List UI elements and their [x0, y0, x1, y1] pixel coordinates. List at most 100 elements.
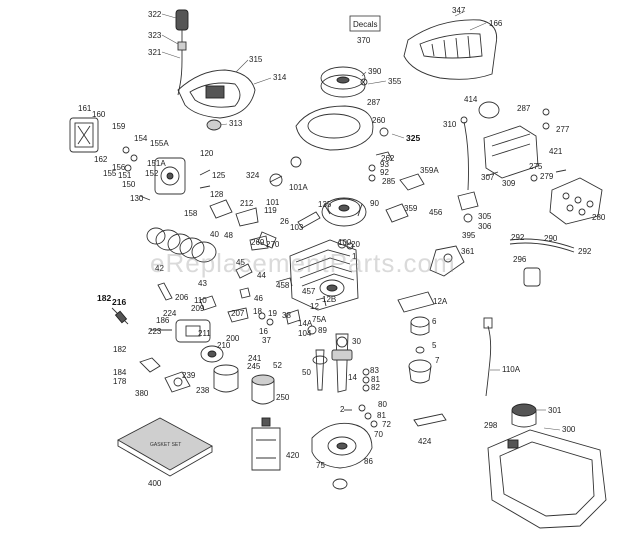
part-label: 260 [372, 116, 386, 125]
part-label: 182 [97, 293, 111, 303]
part-label: 245 [247, 362, 261, 371]
part-label: 12A [433, 297, 448, 306]
part-label: 262 [381, 154, 395, 163]
part-label: 151 [118, 171, 132, 180]
leader-lines [161, 10, 561, 431]
part-label: 100 [338, 238, 352, 247]
dipstick-110a-drawing [483, 317, 493, 397]
muffler-small-parts-drawing [478, 101, 567, 173]
part-label: 40 [210, 230, 219, 239]
part-label: 309 [502, 179, 516, 188]
part-label: 52 [273, 361, 282, 370]
part-label: 20 [351, 240, 360, 249]
air-filter-drawing [69, 117, 99, 153]
part-label: 279 [540, 172, 554, 181]
part-label: 324 [246, 171, 260, 180]
part-label: 80 [378, 400, 387, 409]
part-label: 130 [130, 194, 144, 203]
part-label: 458 [276, 281, 290, 290]
gasket-set-drawing: GASKET SET [117, 417, 213, 477]
part-label: 154 [134, 134, 148, 143]
part-label: 292 [511, 233, 525, 242]
part-label: 152 [145, 169, 159, 178]
part-label: 314 [273, 73, 287, 82]
part-label: 238 [196, 386, 210, 395]
flywheel-hub-drawing [200, 345, 224, 363]
part-label: 155 [103, 169, 117, 178]
fuel-parts-drawing [457, 171, 499, 223]
part-label: 16 [259, 327, 268, 336]
fuel-valve-drawing [139, 357, 191, 393]
part-label: 414 [464, 95, 478, 104]
part-label: 280 [592, 213, 606, 222]
decals-title: Decals [353, 20, 377, 29]
decals-number: 370 [357, 36, 371, 45]
sump-drawing [311, 422, 373, 469]
part-label: 178 [113, 377, 127, 386]
part-label: 1 [352, 252, 357, 261]
part-label: 159 [112, 122, 126, 131]
part-label: 81 [371, 375, 380, 384]
part-label: 361 [461, 247, 475, 256]
part-label: 6 [432, 317, 437, 326]
part-label: 30 [352, 337, 361, 346]
part-labels: 322 323 321 315 314 313 161 160 159 154 … [78, 6, 606, 488]
part-label: 395 [462, 231, 476, 240]
starter-drawing [150, 319, 211, 343]
part-label: 207 [231, 309, 245, 318]
part-label: 313 [229, 119, 243, 128]
part-label: 184 [113, 368, 127, 377]
part-label: 101A [289, 183, 308, 192]
part-label: 38 [282, 311, 291, 320]
part-label: 45 [236, 258, 245, 267]
muffler-guard-drawing [549, 177, 603, 225]
part-label: 90 [370, 199, 379, 208]
part-label: 241 [248, 354, 262, 363]
part-label: 209 [191, 304, 205, 313]
part-label: 42 [155, 264, 164, 273]
part-label: 380 [135, 389, 149, 398]
ignition-lead-drawing [175, 9, 189, 96]
clip-313-drawing [206, 119, 222, 131]
part-label: 50 [302, 368, 311, 377]
small-parts-lower-center-drawing [344, 368, 378, 428]
part-label: 72 [382, 420, 391, 429]
part-label: 166 [489, 19, 503, 28]
engine-block-drawing [289, 239, 359, 311]
part-label: 81 [377, 411, 386, 420]
oil-filter-drawing [213, 364, 239, 393]
part-label: 158 [184, 209, 198, 218]
part-label: 300 [562, 425, 576, 434]
part-label: 186 [156, 316, 170, 325]
decals-box: Decals 370 [349, 15, 381, 45]
part-label: 239 [182, 371, 196, 380]
part-label: 223 [148, 327, 162, 336]
part-label: 37 [262, 336, 271, 345]
part-label: 151A [147, 159, 166, 168]
governor-linkage-drawing [111, 282, 173, 325]
part-label: 359A [420, 166, 439, 175]
part-label: 285 [382, 177, 396, 186]
part-label: 400 [148, 479, 162, 488]
part-label: 421 [549, 147, 563, 156]
part-label: 120 [200, 149, 214, 158]
carburetor-drawing [154, 157, 186, 195]
part-label: 292 [578, 247, 592, 256]
part-label: 12B [322, 295, 336, 304]
part-label: 420 [286, 451, 300, 460]
part-label: 325 [406, 133, 420, 143]
part-label: 321 [148, 48, 162, 57]
part-label: 210 [217, 341, 231, 350]
part-label: 82 [371, 383, 380, 392]
part-label: 212 [240, 199, 254, 208]
part-label: 75 [316, 461, 325, 470]
part-label: 301 [548, 406, 562, 415]
part-label: 290 [544, 234, 558, 243]
part-label: 26 [280, 217, 289, 226]
part-label: 296 [513, 255, 527, 264]
part-label: 103 [290, 223, 304, 232]
fuel-filter-drawing [523, 267, 541, 287]
flywheel-drawing [321, 197, 367, 227]
part-label: 89 [318, 326, 327, 335]
